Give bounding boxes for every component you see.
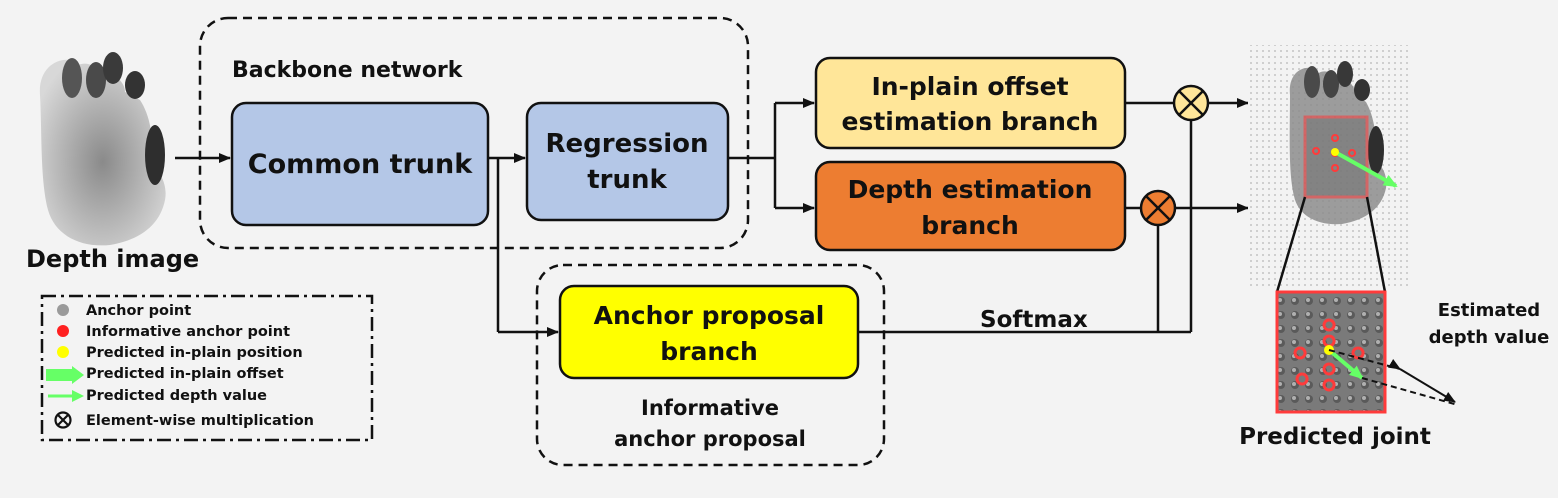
anchor-branch-label-2: branch <box>660 337 758 366</box>
zoomed-patch <box>1275 290 1387 414</box>
otimes-icon <box>54 411 72 429</box>
connectors <box>175 98 1249 337</box>
offset-branch-label-2: estimation branch <box>842 107 1099 136</box>
regression-trunk-label-1: Regression <box>546 129 709 159</box>
regression-trunk-box <box>525 101 730 222</box>
backbone-title: Backbone network <box>232 58 464 83</box>
predicted-joint-title: Predicted joint <box>1239 424 1431 450</box>
informative-anchor-frame <box>535 263 886 467</box>
green-bar-icon <box>46 366 84 384</box>
gray-dot-icon <box>57 304 69 316</box>
depth-image-hand <box>39 52 166 246</box>
green-arrow-icon <box>48 390 84 402</box>
yellow-dot-icon <box>57 346 69 358</box>
depth-branch-box <box>814 160 1127 252</box>
legend-icons <box>46 304 84 429</box>
depth-branch-label-2: branch <box>921 211 1019 240</box>
regression-trunk-label-2: trunk <box>587 165 667 195</box>
legend-label: Predicted in-plain position <box>86 345 303 361</box>
legend-label: Predicted in-plain offset <box>86 366 284 382</box>
anchor-branch-label-1: Anchor proposal <box>594 301 825 330</box>
output-grid-panel <box>1248 45 1408 290</box>
legend-label: Predicted depth value <box>86 388 267 404</box>
legend-label: Element-wise multiplication <box>86 413 314 429</box>
multiply-node-offset <box>1172 84 1210 122</box>
legend-label: Anchor point <box>86 303 191 319</box>
legend-labels: Anchor point Informative anchor point Pr… <box>86 303 314 429</box>
estimated-label-1: Estimated <box>1438 300 1540 321</box>
depth-image-title: Depth image <box>26 245 199 273</box>
common-trunk-box <box>230 101 490 227</box>
informative-label-2: anchor proposal <box>614 427 806 451</box>
red-dot-icon <box>57 325 69 337</box>
softmax-label: Softmax <box>980 307 1088 333</box>
legend-frame <box>40 294 374 442</box>
common-trunk-label: Common trunk <box>248 149 473 180</box>
zoom-lines <box>1275 196 1387 293</box>
backbone-network-frame <box>198 16 750 250</box>
legend-label: Informative anchor point <box>86 324 290 340</box>
estimated-depth-indicator <box>1328 349 1459 406</box>
offset-branch-label-1: In-plain offset <box>871 72 1068 101</box>
estimated-label-2: depth value <box>1429 327 1550 348</box>
informative-label-1: Informative <box>641 396 779 420</box>
multiply-node-depth <box>1139 189 1177 227</box>
depth-branch-label-1: Depth estimation <box>848 175 1093 204</box>
